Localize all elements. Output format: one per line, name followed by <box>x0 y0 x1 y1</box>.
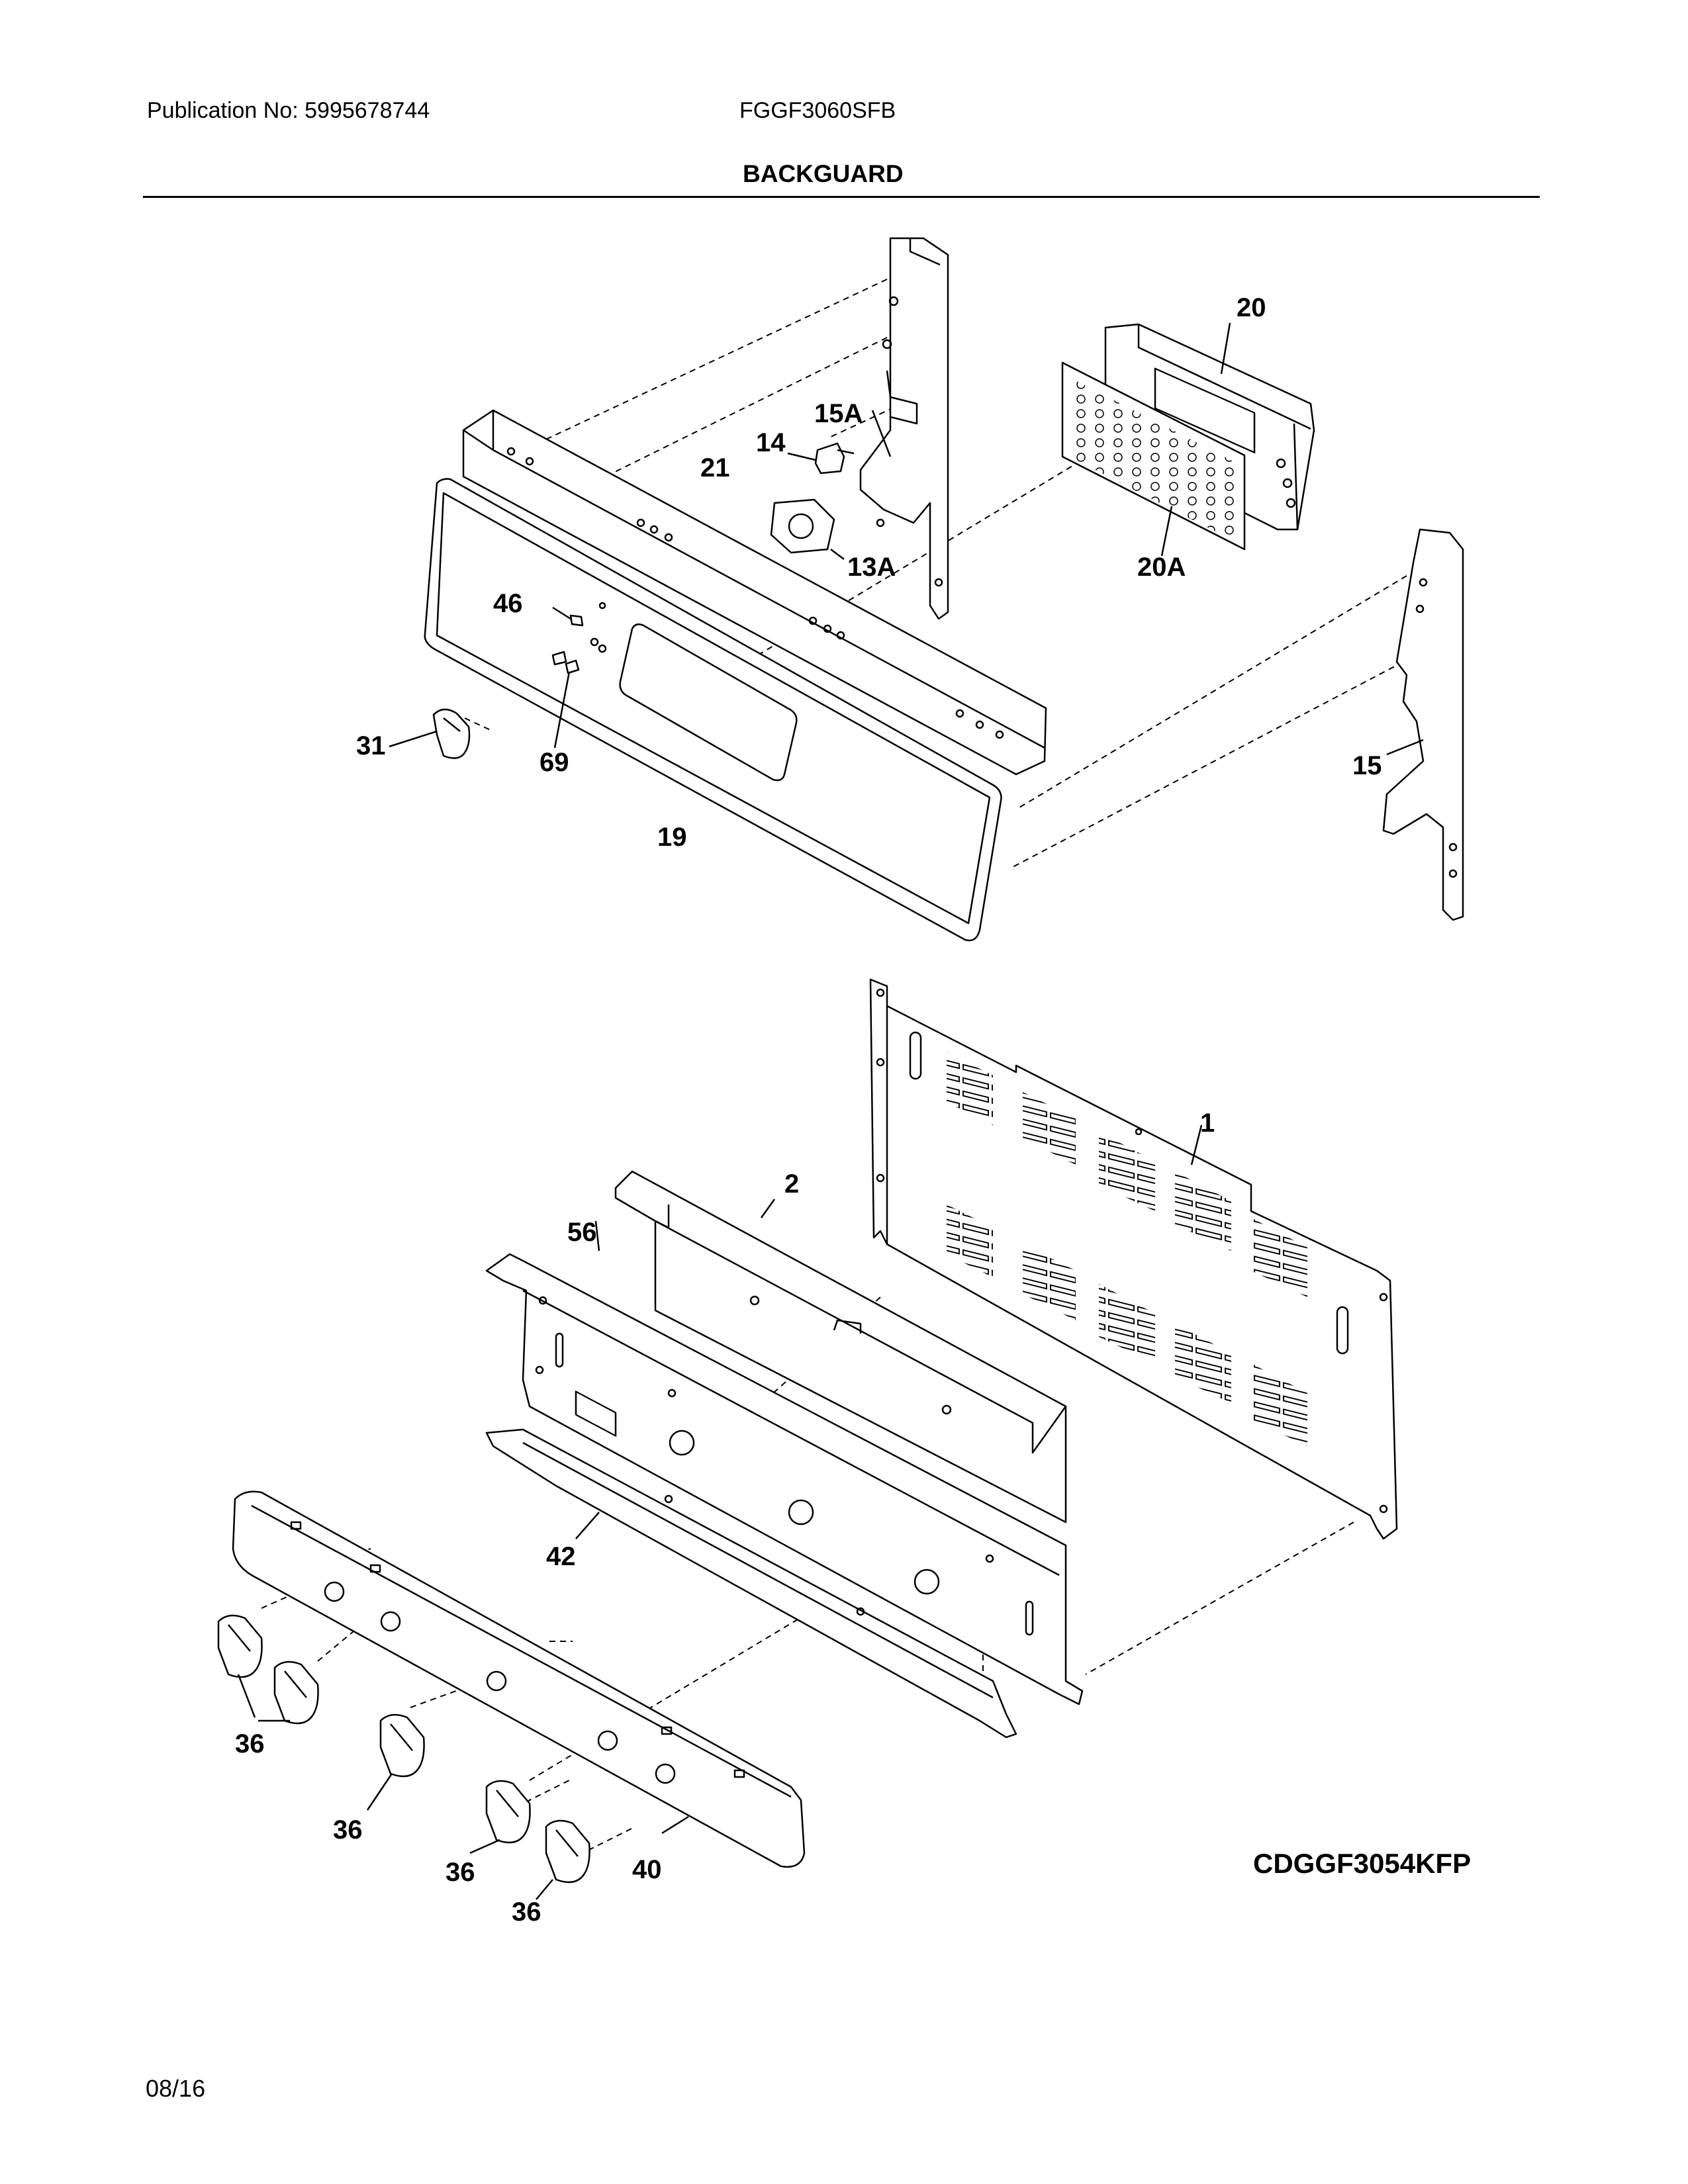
callout-21: 21 <box>700 453 730 482</box>
part-14-switch <box>787 442 855 475</box>
callout-14: 14 <box>756 428 786 457</box>
callout-1: 1 <box>1200 1109 1215 1138</box>
part-13a-switch-block <box>770 498 845 560</box>
callout-20a: 20A <box>1137 553 1186 582</box>
callout-36: 36 <box>512 1897 541 1927</box>
page-title: BACKGUARD <box>743 160 904 187</box>
model-number: FGGF3060SFB <box>739 98 896 123</box>
callout-69: 69 <box>539 748 569 777</box>
callout-15: 15 <box>1352 751 1382 780</box>
callout-36: 36 <box>235 1729 265 1758</box>
callout-36: 36 <box>333 1815 363 1844</box>
callout-40: 40 <box>632 1855 662 1884</box>
header-divider <box>143 196 1540 198</box>
part-42-trim-strip <box>485 1428 1017 1739</box>
callout-36: 36 <box>445 1858 475 1887</box>
callout-19: 19 <box>657 823 687 852</box>
part-19-control-panel <box>424 478 1002 942</box>
drawing-code: CDGGF3054KFP <box>1253 1848 1472 1879</box>
part-56-manifold-panel <box>485 1220 1084 1706</box>
part-36-knobs <box>217 1614 590 1900</box>
callout-13a: 13A <box>847 553 896 582</box>
callout-15a: 15A <box>814 399 863 428</box>
part-1-rear-panel <box>869 978 1398 1540</box>
callout-2: 2 <box>784 1169 799 1199</box>
callout-42: 42 <box>546 1542 576 1571</box>
part-20-electronic-control <box>1104 322 1315 531</box>
revision-date: 08/16 <box>146 2075 206 2102</box>
callout-56: 56 <box>567 1218 597 1247</box>
part-20a-membrane-overlay <box>1061 361 1246 557</box>
part-40-manifold-panel <box>232 1490 806 1868</box>
part-21-trim-strip <box>462 409 1047 776</box>
part-2-heat-shield <box>614 1170 1067 1524</box>
part-69-screws <box>551 651 580 749</box>
callout-46: 46 <box>493 589 523 618</box>
callout-31: 31 <box>356 731 386 760</box>
part-15-side-bracket <box>1382 528 1464 921</box>
part-46-screw <box>552 606 584 627</box>
part-31-knob <box>389 708 471 759</box>
publication-number: Publication No: 5995678744 <box>147 98 430 123</box>
callout-20: 20 <box>1237 293 1266 322</box>
part-15a-bracket <box>859 237 949 620</box>
